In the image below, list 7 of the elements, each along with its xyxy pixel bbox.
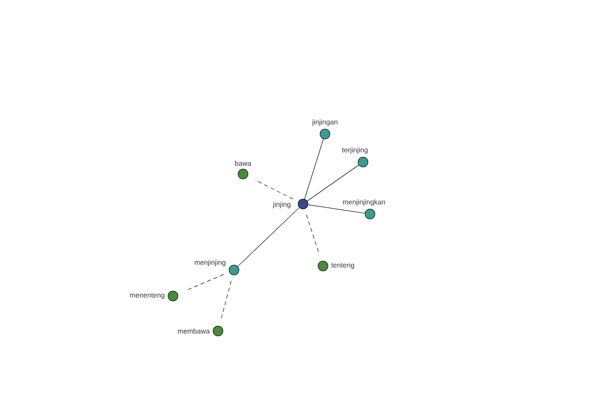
connector-line (307, 164, 359, 202)
connector-line (304, 138, 324, 200)
connector-line (308, 204, 366, 214)
connector-line (306, 214, 320, 254)
connector-line (221, 280, 232, 318)
connector-line (254, 180, 294, 200)
connector-line (238, 207, 300, 267)
